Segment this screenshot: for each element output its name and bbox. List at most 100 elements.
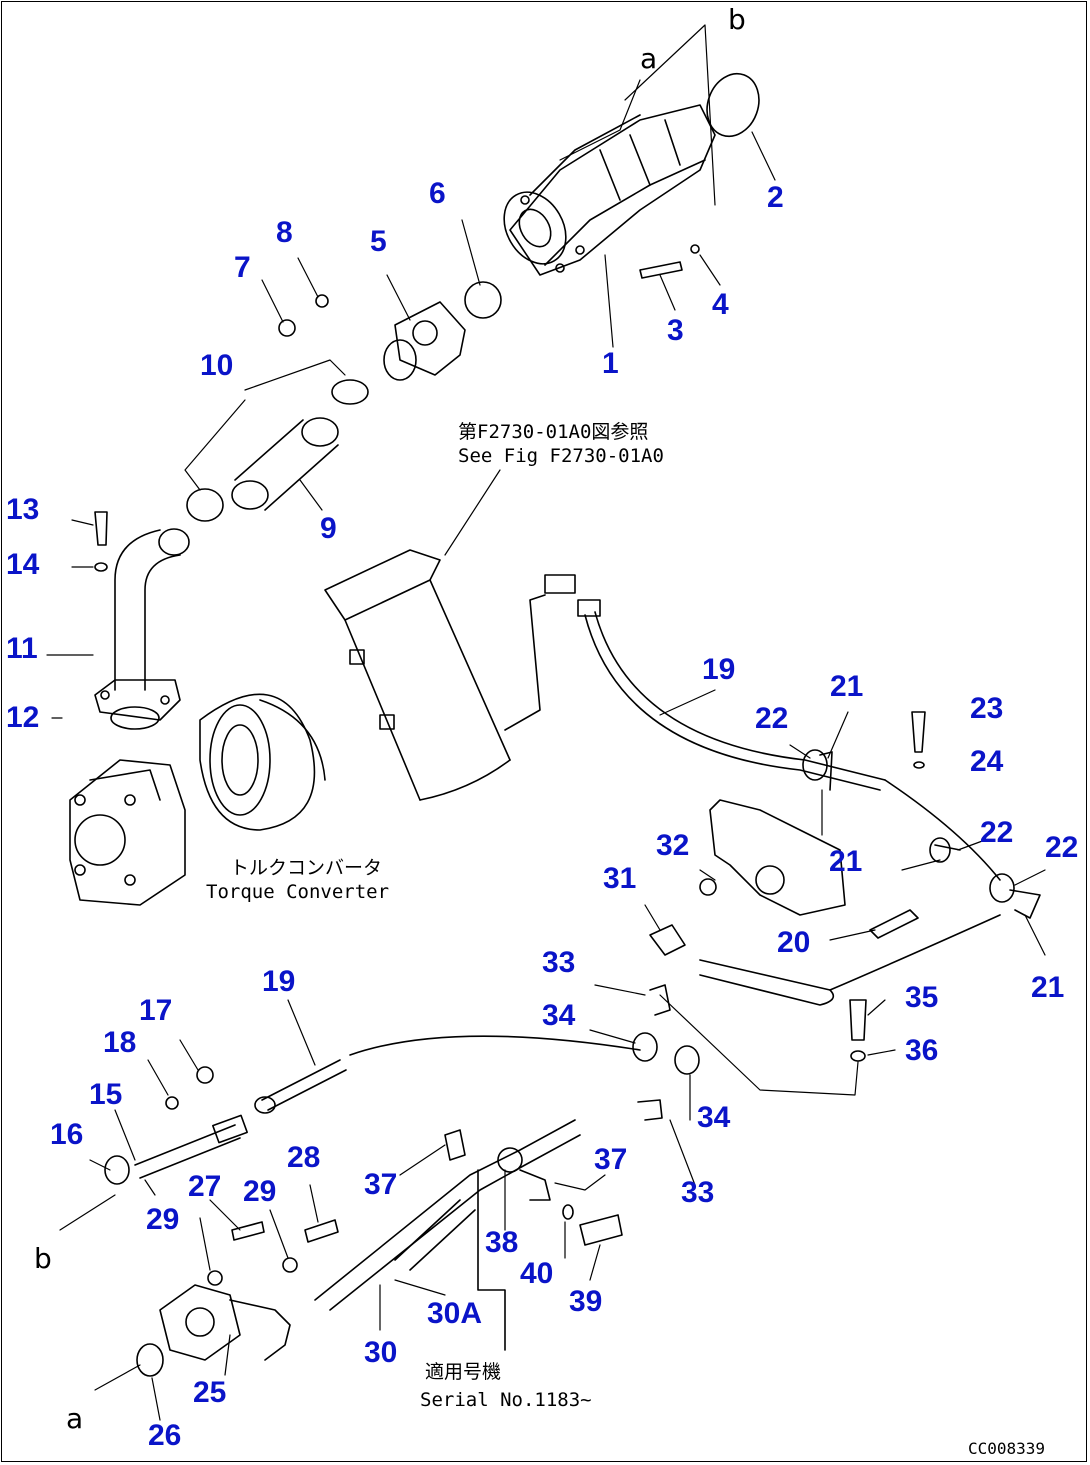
part-label-9: 9 (320, 512, 337, 545)
part-label-10: 10 (200, 349, 234, 382)
part-label-7: 7 (234, 251, 251, 284)
part-label-22-a: 22 (755, 702, 789, 735)
o-ring-32 (700, 879, 716, 895)
part-label-31: 31 (603, 862, 637, 895)
part-label-29-b: 29 (243, 1175, 277, 1208)
part-label-20: 20 (777, 926, 811, 959)
part-label-25: 25 (193, 1376, 227, 1409)
reference-note-en: See Fig F2730-01A0 (458, 445, 664, 467)
bolt-3 (640, 245, 699, 278)
part-label-24: 24 (970, 745, 1004, 778)
bolt-13 (95, 512, 107, 545)
bolt-7 (279, 320, 295, 336)
direction-mark-b-bottom: b (34, 1242, 52, 1275)
flange-25 (160, 1285, 290, 1360)
reference-note-jp: 第F2730-01A0図参照 (458, 421, 649, 443)
o-ring-12 (111, 707, 159, 729)
o-ring-16 (105, 1156, 129, 1184)
part-label-17: 17 (139, 994, 173, 1027)
part-label-32: 32 (656, 829, 690, 862)
part-label-21-a: 21 (830, 670, 864, 703)
part-label-33-b: 33 (681, 1176, 715, 1209)
bolt-35 (850, 1000, 866, 1040)
direction-mark-b-top: b (728, 3, 746, 36)
part-label-3: 3 (667, 314, 684, 347)
part-label-21-b: 21 (829, 845, 863, 878)
washer-29a (208, 1271, 222, 1285)
flange-5 (384, 302, 465, 380)
part-label-26: 26 (148, 1419, 182, 1452)
serial-note-en: Serial No.1183~ (420, 1389, 592, 1411)
part-label-33-a: 33 (542, 946, 576, 979)
part-label-30: 30 (364, 1336, 398, 1369)
pipe-15 (135, 1067, 247, 1178)
bolt-23 (912, 712, 925, 752)
washer-36 (851, 1051, 865, 1061)
part-label-19-upper: 19 (702, 653, 736, 686)
leader-lines (47, 25, 1045, 1420)
direction-mark-a-top: a (640, 42, 658, 75)
serial-note-jp: 適用号機 (425, 1361, 502, 1383)
torque-converter-housing (70, 694, 325, 905)
part-label-30A: 30A (427, 1297, 483, 1330)
part-label-21-c: 21 (1031, 971, 1065, 1004)
part-label-35: 35 (905, 981, 939, 1014)
part-label-38: 38 (485, 1226, 519, 1259)
hose-19-upper (545, 575, 885, 790)
fitting-31 (650, 925, 685, 955)
part-label-8: 8 (276, 216, 293, 249)
part-label-2: 2 (767, 181, 784, 214)
part-label-14: 14 (6, 548, 40, 581)
washer-29b (283, 1258, 297, 1272)
part-label-1: 1 (602, 347, 619, 380)
part-label-27: 27 (188, 1170, 222, 1203)
washer-40 (563, 1205, 573, 1219)
part-label-37-a: 37 (364, 1168, 398, 1201)
part-label-15: 15 (89, 1078, 123, 1111)
clamp-group-upper (803, 750, 1040, 918)
hydraulic-pump (492, 105, 715, 275)
part-label-29-a: 29 (146, 1203, 180, 1236)
drawing-code: CC008339 (968, 1439, 1046, 1458)
part-label-37-b: 37 (594, 1143, 628, 1176)
hose-30 (315, 1120, 580, 1350)
torque-converter-label-en: Torque Converter (206, 881, 390, 903)
washer-8 (316, 295, 328, 307)
part-label-39: 39 (569, 1285, 603, 1318)
torque-converter-label-jp: トルクコンバータ (230, 857, 383, 879)
hose-9 (187, 380, 368, 521)
o-ring-6 (465, 282, 501, 318)
washer-24 (914, 762, 924, 768)
pipe-19-lower (255, 915, 1000, 1113)
part-label-34-b: 34 (697, 1101, 731, 1134)
elbow-tube-11 (95, 529, 189, 720)
part-label-36: 36 (905, 1034, 939, 1067)
part-label-5: 5 (370, 225, 387, 258)
o-ring-26 (137, 1344, 163, 1376)
part-label-23: 23 (970, 692, 1004, 725)
part-label-4: 4 (712, 288, 729, 321)
part-label-34-a: 34 (542, 999, 576, 1032)
part-label-28: 28 (287, 1141, 321, 1174)
washer-14 (95, 563, 107, 571)
part-label-22-c: 22 (1045, 831, 1079, 864)
bolt-28 (305, 1220, 338, 1242)
bolt-39 (580, 1215, 622, 1245)
clamp-group-lower (633, 985, 699, 1120)
bolt-27 (232, 1222, 264, 1240)
direction-mark-a-bottom: a (66, 1402, 84, 1435)
part-label-22-b: 22 (980, 816, 1014, 849)
part-label-11: 11 (6, 632, 38, 665)
part-label-12: 12 (6, 701, 40, 734)
part-label-19-lower: 19 (262, 965, 296, 998)
bracket-20 (710, 800, 918, 938)
part-label-40: 40 (520, 1257, 554, 1290)
part-label-13: 13 (6, 493, 40, 526)
part-label-16: 16 (50, 1118, 84, 1151)
part-label-6: 6 (429, 177, 446, 210)
part-label-18: 18 (103, 1026, 137, 1059)
filter-canister (325, 550, 545, 800)
